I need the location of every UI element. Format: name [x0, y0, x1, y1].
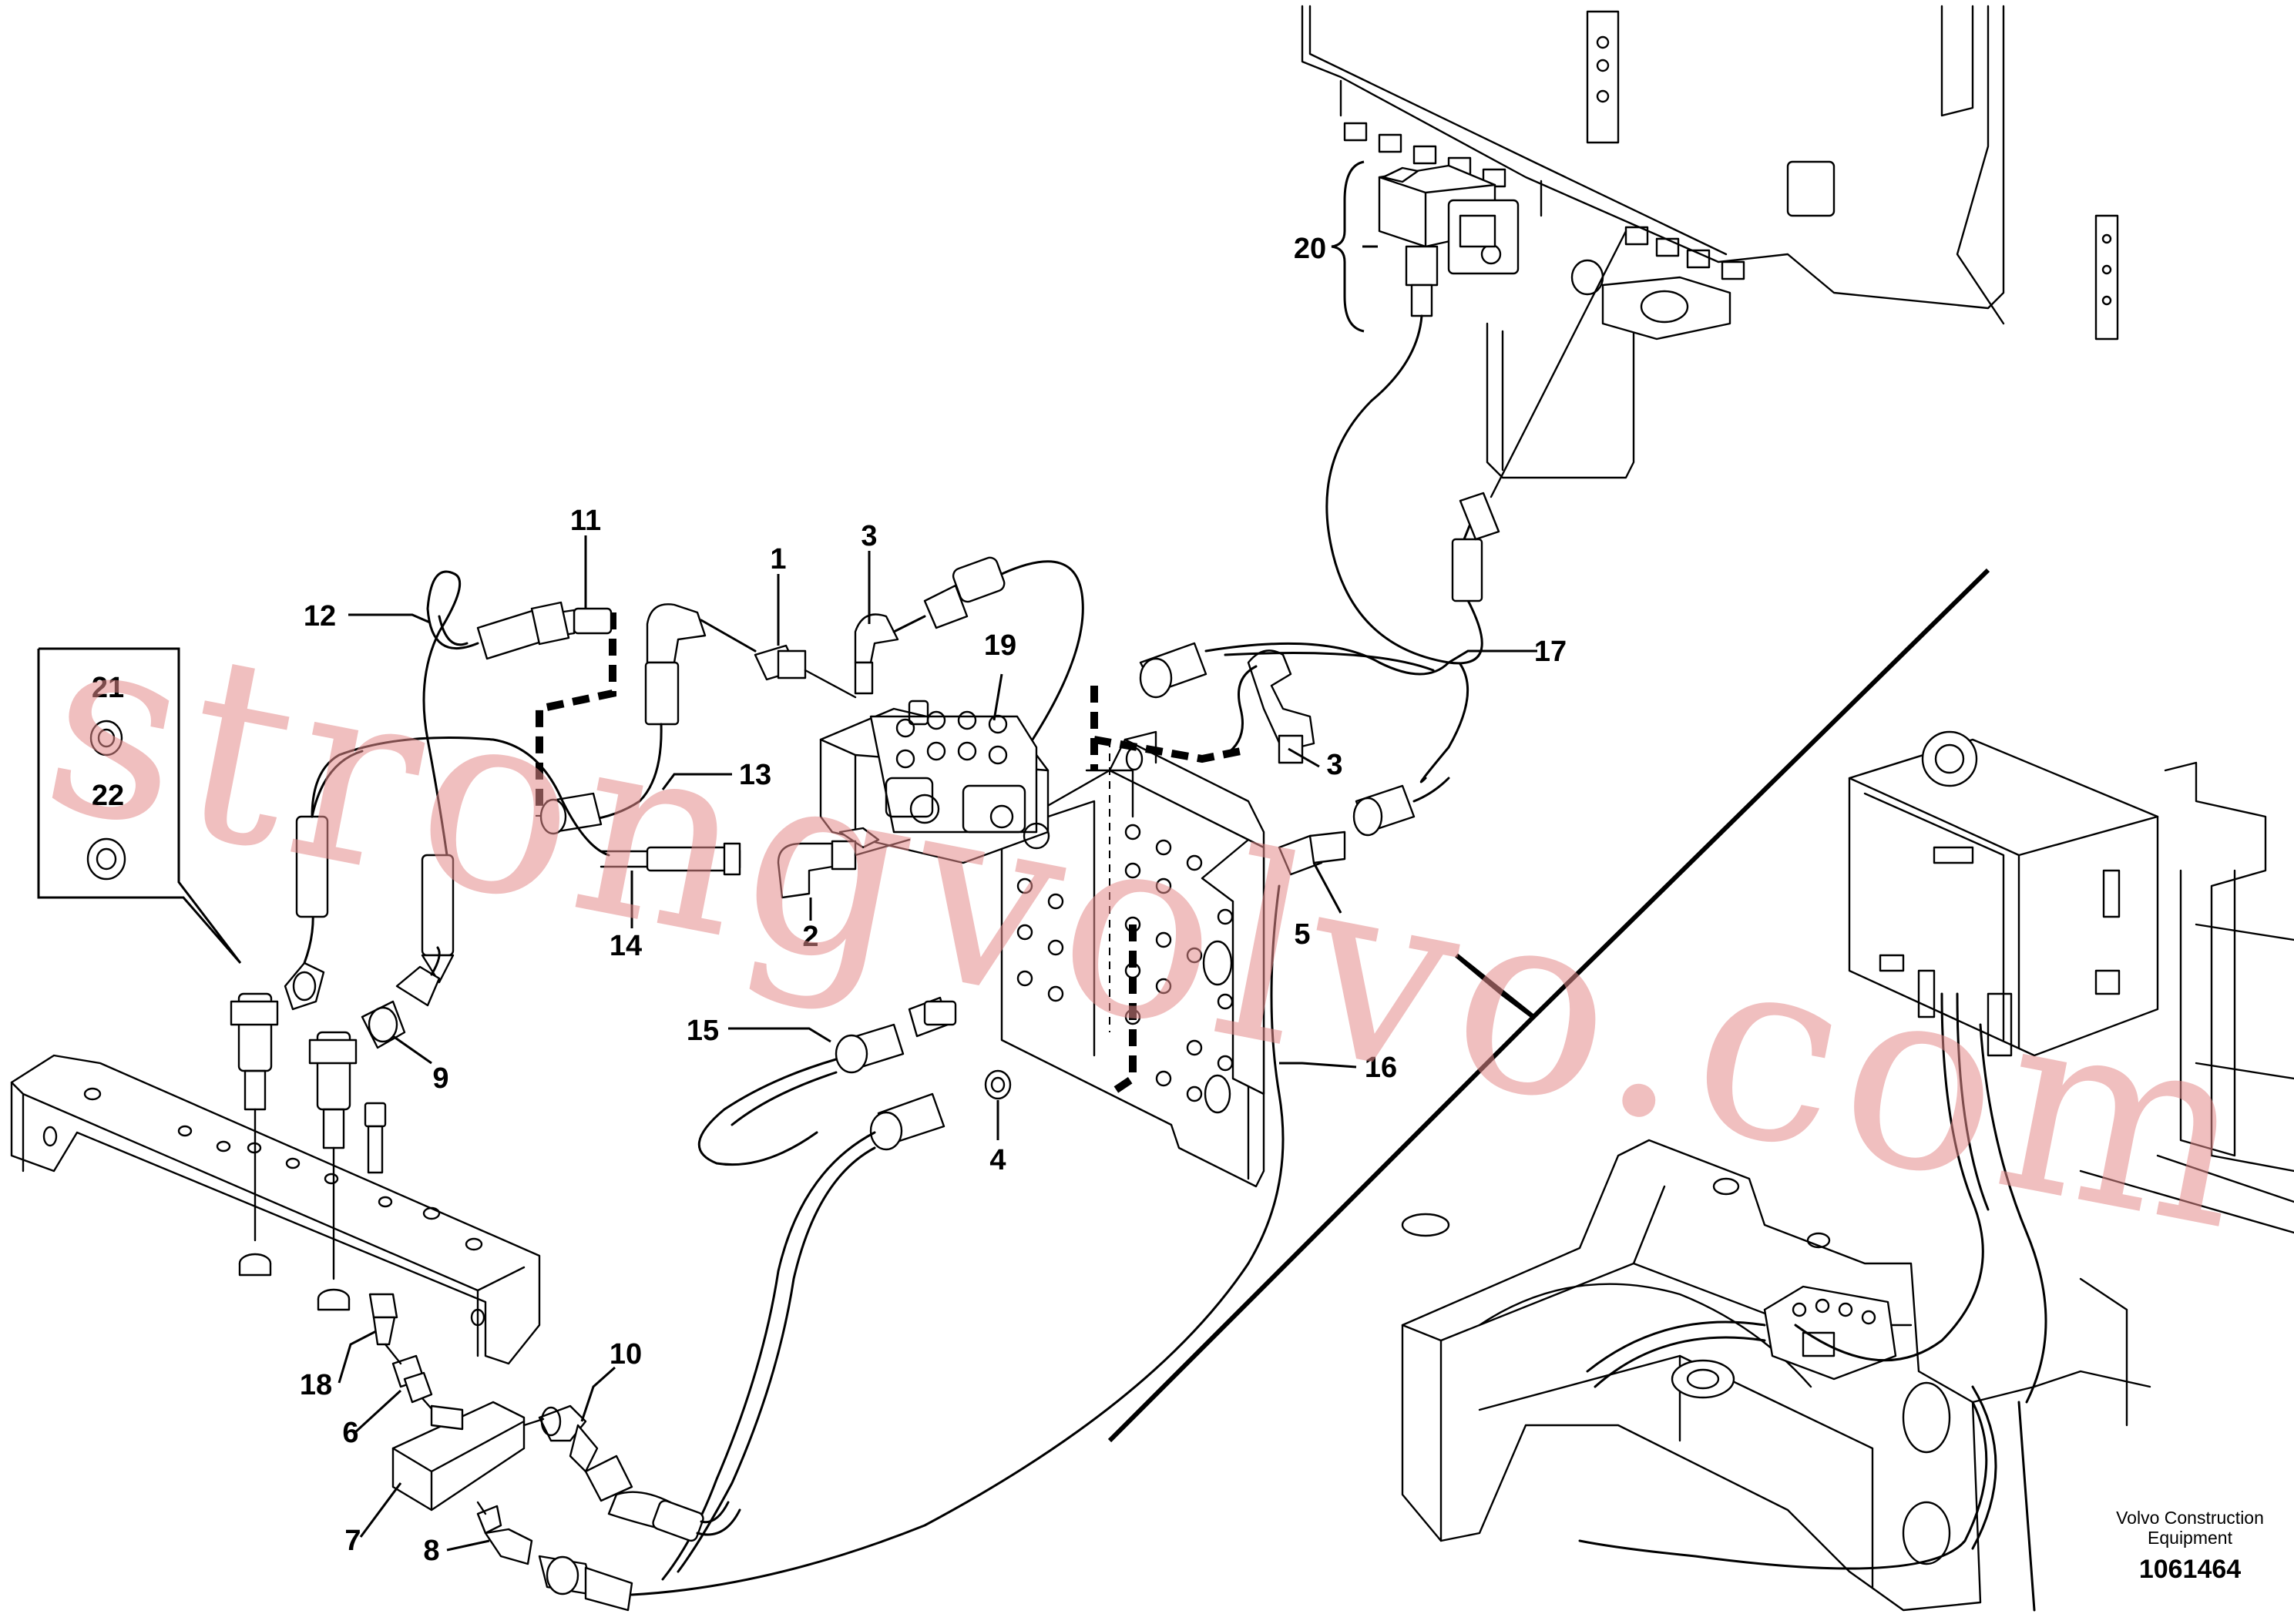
tube-14: [600, 842, 741, 876]
hydraulic-tank-section: [1301, 5, 2119, 479]
hose-top-loop: [1000, 560, 1084, 741]
plug-fitting: [364, 1102, 387, 1174]
callout-12: 12: [304, 600, 336, 632]
nut-4: [984, 1069, 1012, 1100]
hose-end-right-lower: [1352, 784, 1416, 837]
callout-19: 19: [984, 629, 1016, 662]
hose-13: [584, 723, 663, 822]
callout-15: 15: [687, 1015, 719, 1047]
callout-13: 13: [739, 759, 771, 791]
callout-2: 2: [802, 921, 818, 953]
hose-end-right-upper: [1139, 642, 1207, 699]
control-valve-19: [819, 700, 1050, 864]
hose-17-fitting: [1451, 492, 1500, 602]
dashed-connection-13: [536, 612, 616, 817]
hose-loop: [697, 1058, 838, 1166]
elbow-3-top: [854, 613, 899, 695]
solenoid-valve-20: [1378, 164, 1520, 317]
hose-end-top: [923, 556, 1006, 629]
callout-14: 14: [610, 930, 642, 962]
callout-3-right: 3: [1326, 749, 1342, 781]
callout-5: 5: [1294, 918, 1310, 951]
elbow-3-right: [1247, 649, 1315, 764]
callout-16: 16: [1365, 1052, 1397, 1084]
callout-3-top: 3: [861, 520, 877, 552]
hose-end-15: [835, 1023, 905, 1074]
callout-8: 8: [423, 1535, 439, 1567]
hose-12: [422, 570, 479, 857]
callout-11: 11: [570, 505, 601, 537]
callout-6: 6: [342, 1417, 358, 1449]
credit-line-2: Equipment: [2148, 1528, 2233, 1548]
brace-20: [1331, 160, 1365, 333]
hose-end-10: [584, 1455, 704, 1542]
elbow-9: [361, 965, 441, 1049]
adapter-6: [391, 1354, 433, 1404]
elbow-2: [777, 840, 857, 899]
callout-4: 4: [989, 1144, 1006, 1176]
callout-10: 10: [610, 1338, 642, 1371]
hose-12-lower: [421, 854, 455, 984]
bulkhead-fitting-middle: [308, 1031, 358, 1311]
callout-9: 9: [432, 1062, 448, 1095]
adapter-1: [754, 644, 807, 681]
credit-line-1: Volvo Construction: [2116, 1508, 2264, 1528]
callout-labels: 1 2 3 3 4 5 6 7 8 9 10 11 12 13 14 15 16…: [92, 233, 1567, 1567]
hose-end-16: [869, 1092, 945, 1151]
nut-22: [86, 837, 126, 881]
nut-21: [89, 720, 123, 757]
elbow-left-a: [284, 961, 325, 1011]
callout-21: 21: [92, 672, 124, 704]
manifold-7: [391, 1401, 526, 1512]
divider-line: [1107, 568, 1990, 1443]
leader-lines: [338, 245, 1537, 1552]
inset-box: [37, 647, 242, 964]
hose-12-end-fitting: [476, 601, 570, 660]
bulkhead-fitting-left: [230, 992, 279, 1277]
overview-machine-frame: [1401, 730, 2294, 1612]
adapter-15: [908, 996, 957, 1038]
cross-member: [10, 1054, 541, 1365]
elbow-8: [476, 1505, 533, 1565]
callout-20: 20: [1294, 233, 1326, 265]
hose-17: [1325, 314, 1483, 783]
adapter-5: [1278, 830, 1346, 876]
callout-22: 22: [92, 780, 124, 812]
callout-17: 17: [1534, 636, 1567, 668]
callout-18: 18: [300, 1369, 332, 1401]
document-number: 1061464: [2139, 1555, 2241, 1584]
callout-7: 7: [344, 1525, 361, 1557]
hose-13-end: [539, 792, 603, 835]
elbow-10: [538, 1404, 599, 1473]
hose-end-8: [538, 1555, 633, 1612]
callout-1: 1: [770, 543, 786, 575]
credit-block: Volvo Construction Equipment 1061464: [2116, 1508, 2264, 1584]
fitting-18: [368, 1293, 398, 1346]
